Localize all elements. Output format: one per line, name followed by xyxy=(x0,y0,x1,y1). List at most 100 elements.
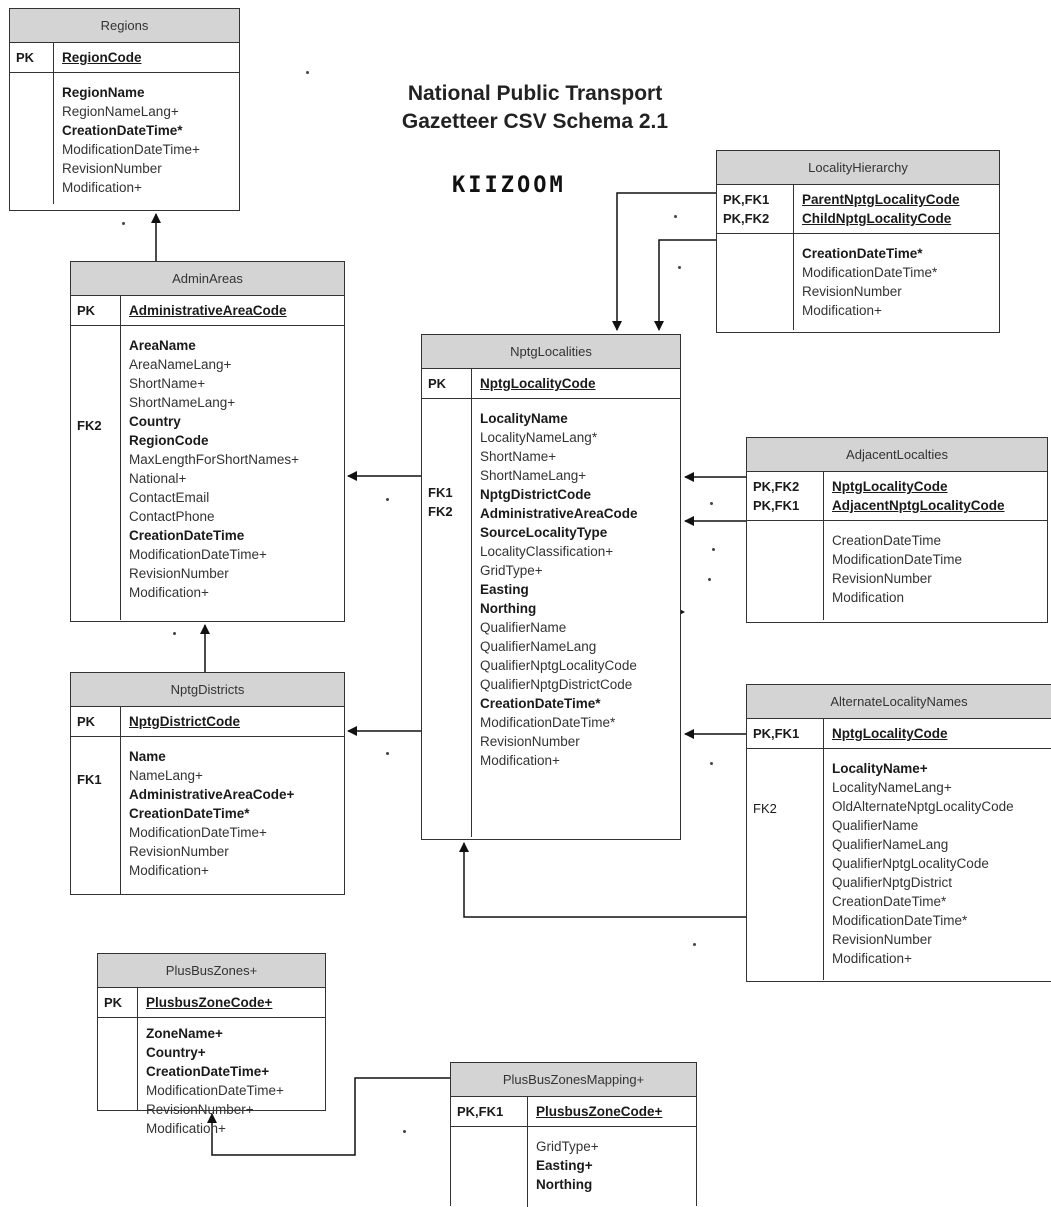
field-item: GridType+ xyxy=(480,563,543,578)
field-item: QualifierName xyxy=(832,818,919,833)
field-item: LocalityClassification+ xyxy=(480,544,614,559)
entity-admin-areas: AdminAreas PK AdministrativeAreaCode FK2… xyxy=(70,261,345,622)
speck xyxy=(712,548,715,551)
field-item: Country+ xyxy=(146,1045,206,1060)
field-item: CreationDateTime xyxy=(832,533,942,548)
fk-label-2: FK2 xyxy=(428,504,453,519)
pk-label: PK xyxy=(10,43,54,72)
key-field: NptgLocalityCode xyxy=(832,726,948,741)
field-item: Modification+ xyxy=(480,753,560,768)
field-item: ShortName+ xyxy=(129,376,206,391)
connector-hierarchy-child xyxy=(654,239,716,331)
field-item: AdministrativeAreaCode+ xyxy=(129,787,295,802)
pk-label-2: PK,FK2 xyxy=(723,211,770,226)
field-item: Modification+ xyxy=(129,585,209,600)
field-item: RevisionNumber xyxy=(62,161,162,176)
key-field: AdjacentNptgLocalityCode xyxy=(832,498,1005,513)
key-field: RegionCode xyxy=(62,50,142,65)
speck xyxy=(173,632,176,635)
field-item: Country xyxy=(129,414,181,429)
field-item: RevisionNumber xyxy=(832,571,932,586)
fk-label-column xyxy=(747,521,824,620)
field-item: SourceLocalityType xyxy=(480,525,608,540)
field-item: NptgDistrictCode xyxy=(480,487,591,502)
field-item: Northing xyxy=(536,1177,593,1192)
speck xyxy=(708,578,711,581)
field-item: QualifierNptgDistrict xyxy=(832,875,953,890)
field-item: ShortNameLang+ xyxy=(480,468,587,483)
key-field: ChildNptgLocalityCode xyxy=(802,211,952,226)
key-column: RegionCode xyxy=(54,43,150,72)
speck xyxy=(678,266,681,269)
connector-alternate-loop xyxy=(459,842,746,918)
field-item: ShortName+ xyxy=(480,449,557,464)
fk-label: FK2 xyxy=(77,418,102,433)
field-item: CreationDateTime* xyxy=(802,246,923,261)
field-item: QualifierNameLang xyxy=(832,837,949,852)
field-item: RegionName xyxy=(62,85,145,100)
pk-label: PK xyxy=(71,707,121,736)
entity-header: AdjacentLocalties xyxy=(747,438,1047,472)
field-item: Modification+ xyxy=(62,180,142,195)
speck xyxy=(122,222,125,225)
entity-adjacent-localities: AdjacentLocalties PK,FK2 PK,FK1 NptgLoca… xyxy=(746,437,1048,623)
field-item: Modification+ xyxy=(129,863,209,878)
field-item: RegionNameLang+ xyxy=(62,104,179,119)
fields-alternate-locality-names: LocalityName+LocalityNameLang+OldAlterna… xyxy=(824,749,1022,980)
field-item: CreationDateTime* xyxy=(832,894,947,909)
field-item: Name xyxy=(129,749,166,764)
field-item: RevisionNumber+ xyxy=(146,1102,254,1117)
field-item: Northing xyxy=(480,601,537,616)
field-item: ShortNameLang+ xyxy=(129,395,236,410)
field-item: LocalityName+ xyxy=(832,761,928,776)
key-field: NptgLocalityCode xyxy=(480,376,596,391)
entity-header: AlternateLocalityNames xyxy=(747,685,1051,719)
key-field: ParentNptgLocalityCode xyxy=(802,192,960,207)
field-item: LocalityNameLang* xyxy=(480,430,598,445)
entity-nptg-localities: NptgLocalities PK NptgLocalityCode FK1 F… xyxy=(421,334,681,840)
field-item: Easting xyxy=(480,582,529,597)
entity-header: PlusBusZonesMapping+ xyxy=(451,1063,696,1097)
key-field: AdministrativeAreaCode xyxy=(129,303,287,318)
entity-nptg-districts: NptgDistricts PK NptgDistrictCode FK1 Na… xyxy=(70,672,345,895)
field-item: CreationDateTime* xyxy=(62,123,183,138)
key-field: NptgDistrictCode xyxy=(129,714,240,729)
field-item: CreationDateTime* xyxy=(129,806,250,821)
field-item: National+ xyxy=(129,471,187,486)
field-item: QualifierNameLang xyxy=(480,639,597,654)
pk-label-1: PK,FK2 xyxy=(753,479,800,494)
pk-label: PK,FK1 xyxy=(451,1097,528,1126)
field-item: ModificationDateTime+ xyxy=(129,547,267,562)
title-line-2: Gazetteer CSV Schema 2.1 xyxy=(401,110,669,133)
speck xyxy=(693,943,696,946)
field-item: ModificationDateTime+ xyxy=(129,825,267,840)
speck xyxy=(710,762,713,765)
entity-plus-bus-zones-mapping: PlusBusZonesMapping+ PK,FK1 PlusbusZoneC… xyxy=(450,1062,697,1207)
fk-label-column: FK1 xyxy=(71,737,121,894)
field-item: GridType+ xyxy=(536,1139,599,1154)
fk-label-column: FK2 xyxy=(71,326,121,620)
entity-locality-hierarchy: LocalityHierarchy PK,FK1 PK,FK2 ParentNp… xyxy=(716,150,1000,333)
field-item: ModificationDateTime* xyxy=(802,265,938,280)
field-item: CreationDateTime+ xyxy=(146,1064,270,1079)
fk-label: FK1 xyxy=(77,772,102,787)
fk-label-column xyxy=(10,73,54,204)
field-item: QualifierNptgDistrictCode xyxy=(480,677,633,692)
field-item: Modification+ xyxy=(146,1121,226,1136)
entity-header: LocalityHierarchy xyxy=(717,151,999,185)
field-item: LocalityNameLang+ xyxy=(832,780,952,795)
field-item: AdministrativeAreaCode xyxy=(480,506,638,521)
entity-header: PlusBusZones+ xyxy=(98,954,325,988)
field-item: RevisionNumber xyxy=(480,734,580,749)
speck xyxy=(386,498,389,501)
connector-mapping-zones xyxy=(207,1077,450,1156)
field-item: ModificationDateTime+ xyxy=(146,1083,284,1098)
field-item: ZoneName+ xyxy=(146,1026,223,1041)
fields-plus-bus-zones-mapping: GridType+Easting+Northing xyxy=(528,1127,607,1207)
